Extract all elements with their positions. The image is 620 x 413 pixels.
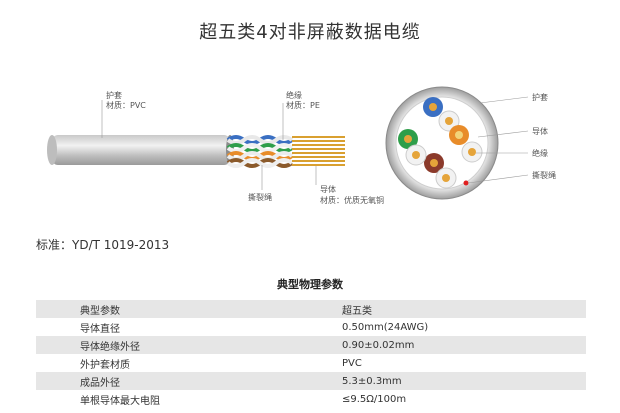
cable-illustration xyxy=(47,86,529,200)
cross-section xyxy=(385,86,499,200)
param-name: 导体绝缘外径 xyxy=(36,336,342,354)
param-value: 0.90±0.02mm xyxy=(342,336,586,354)
pair-green xyxy=(398,129,427,166)
table-row: 外护套材质 PVC xyxy=(36,354,586,372)
parameters-table: 典型参数 超五类 导体直径 0.50mm(24AWG) 导体绝缘外径 0.90±… xyxy=(36,300,586,408)
page-title: 超五类4对非屏蔽数据电缆 xyxy=(199,22,421,43)
param-name: 导体直径 xyxy=(36,318,342,336)
cable-jacket xyxy=(47,135,234,165)
param-value: 0.50mm(24AWG) xyxy=(342,318,586,336)
section-label-sheath: 护套 xyxy=(532,93,548,102)
copper-conductors xyxy=(292,136,345,166)
section-label-conductor: 导体 xyxy=(532,127,548,136)
param-value: PVC xyxy=(342,354,586,372)
param-value: 5.3±0.3mm xyxy=(342,372,586,390)
label-conductor-name: 导体 xyxy=(320,185,336,194)
param-value: 超五类 xyxy=(342,300,586,318)
label-insulation-name: 绝缘 xyxy=(286,91,302,100)
table-row: 单根导体最大电阻 ≤9.5Ω/100m xyxy=(36,390,586,408)
cable-diagram: 护套 材质：PVC 绝缘 材质：PE 撕裂绳 导体 材质：优质无氧铜 护套 导体… xyxy=(47,86,556,205)
section-leader-lines xyxy=(467,96,529,184)
label-sheath-name: 护套 xyxy=(106,91,122,100)
twisted-pairs xyxy=(226,135,294,168)
label-insulation-material: 材质：PE xyxy=(286,101,320,110)
table-title: 典型物理参数 xyxy=(277,278,343,291)
table-row: 导体直径 0.50mm(24AWG) xyxy=(36,318,586,336)
standard-text: 标准：YD/T 1019-2013 xyxy=(36,238,170,252)
param-name: 成品外径 xyxy=(36,372,342,390)
section-label-insulation: 绝缘 xyxy=(532,149,548,158)
pair-brown xyxy=(424,153,457,189)
label-sheath-material: 材质：PVC xyxy=(106,101,146,110)
param-name: 单根导体最大电阻 xyxy=(36,390,342,408)
pair-orange xyxy=(449,125,483,163)
param-name: 典型参数 xyxy=(36,300,342,318)
table-row: 导体绝缘外径 0.90±0.02mm xyxy=(36,336,586,354)
table-row: 成品外径 5.3±0.3mm xyxy=(36,372,586,390)
pair-blue xyxy=(423,97,460,132)
section-label-ripcord: 撕裂绳 xyxy=(532,171,556,180)
ripcord-dot xyxy=(463,180,469,186)
param-value: ≤9.5Ω/100m xyxy=(342,390,586,408)
label-ripcord: 撕裂绳 xyxy=(248,193,272,202)
param-name: 外护套材质 xyxy=(36,354,342,372)
table-row: 典型参数 超五类 xyxy=(36,300,586,318)
side-leader-lines xyxy=(101,100,317,190)
label-conductor-material: 材质：优质无氧铜 xyxy=(320,196,384,205)
